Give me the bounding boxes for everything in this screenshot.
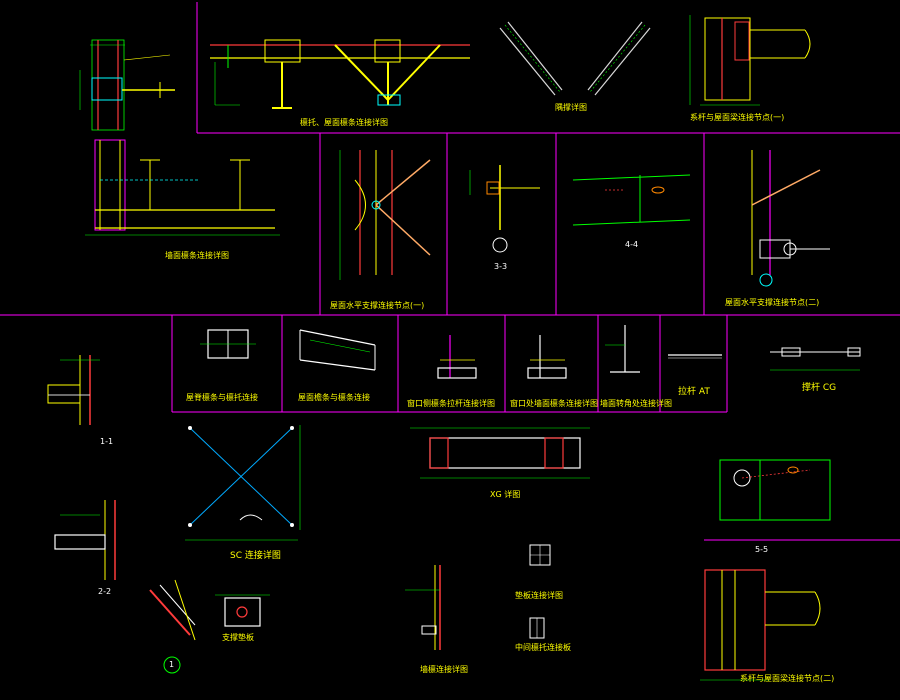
detail-eave-purlin xyxy=(299,329,376,371)
detail-1 xyxy=(149,579,196,674)
detail-roof-brace-2 xyxy=(751,150,830,287)
detail-roof-brace-1 xyxy=(339,150,431,280)
title-plate-b: 中间檩托连接板 xyxy=(515,643,571,652)
detail-brace-rod xyxy=(770,347,861,371)
detail-section-1-1 xyxy=(47,355,100,425)
title-window-bottom: 窗口处墙面檩条连接详图 xyxy=(510,399,598,408)
detail-section-2-2 xyxy=(54,500,116,580)
title-window-frame: 窗口侧檩条拉杆连接详图 xyxy=(407,399,495,408)
title-section-3-3: 3-3 xyxy=(494,262,508,271)
detail-window-frame xyxy=(437,335,477,379)
detail-plates xyxy=(529,544,551,639)
detail-wall-purlin xyxy=(85,139,280,236)
title-detail-1: 1 xyxy=(169,660,175,669)
title-xg-detail: XG 详图 xyxy=(490,490,521,499)
title-brace-plate: 支撑垫板 xyxy=(222,633,254,642)
detail-top-left-column xyxy=(79,39,175,131)
detail-section-5-5 xyxy=(719,459,831,521)
detail-bracing xyxy=(499,21,651,96)
detail-sc-connection xyxy=(185,425,301,541)
detail-tie-rod-at xyxy=(668,354,722,359)
title-plate-a: 垫板连接详图 xyxy=(515,591,563,600)
detail-tie-rod-1 xyxy=(689,15,811,106)
title-section-2-2: 2-2 xyxy=(98,587,112,596)
title-wall-corner: 墙面转角处连接详图 xyxy=(600,399,672,408)
title-section-4-4: 4-4 xyxy=(625,240,639,249)
detail-brace-plate xyxy=(215,594,270,627)
title-section-1-1: 1-1 xyxy=(100,437,114,446)
detail-window-bottom xyxy=(527,335,567,379)
detail-ridge-purlin xyxy=(200,329,256,359)
title-purlin-joint: 檩托、屋面檩条连接详图 xyxy=(300,118,388,127)
title-ridge-purlin: 屋脊檩条与檩托连接 xyxy=(186,393,258,402)
panel-frame xyxy=(0,2,900,541)
title-bracing: 隅撑详图 xyxy=(555,103,587,112)
title-tie-rod-1: 系杆与屋面梁连接节点(一) xyxy=(690,113,785,122)
detail-xg xyxy=(410,427,590,479)
title-brace-rod: 撑杆 CG xyxy=(802,383,837,393)
title-wall-purlin: 墙面檩条连接详图 xyxy=(165,251,229,260)
title-eave-purlin: 屋面檐条与檩条连接 xyxy=(298,393,370,402)
detail-section-4-4 xyxy=(572,174,691,226)
title-roof-brace-1: 屋面水平支撑连接节点(一) xyxy=(330,301,425,310)
detail-tie-rod-2 xyxy=(700,569,821,681)
title-sc-connection: SC 连接详图 xyxy=(230,551,281,561)
detail-purlin-joint xyxy=(210,39,470,109)
title-tie-rod-2: 系杆与屋面梁连接节点(二) xyxy=(740,674,835,683)
title-section-5-5: 5-5 xyxy=(755,545,769,554)
detail-wall-corner xyxy=(605,325,640,373)
title-wall-purlin-detail: 墙檩连接详图 xyxy=(420,665,468,674)
title-tie-rod-at: 拉杆 AT xyxy=(678,387,710,397)
detail-section-3-3 xyxy=(469,165,540,253)
title-roof-brace-2: 屋面水平支撑连接节点(二) xyxy=(725,298,820,307)
detail-wall-purlin-bottom xyxy=(405,565,441,650)
